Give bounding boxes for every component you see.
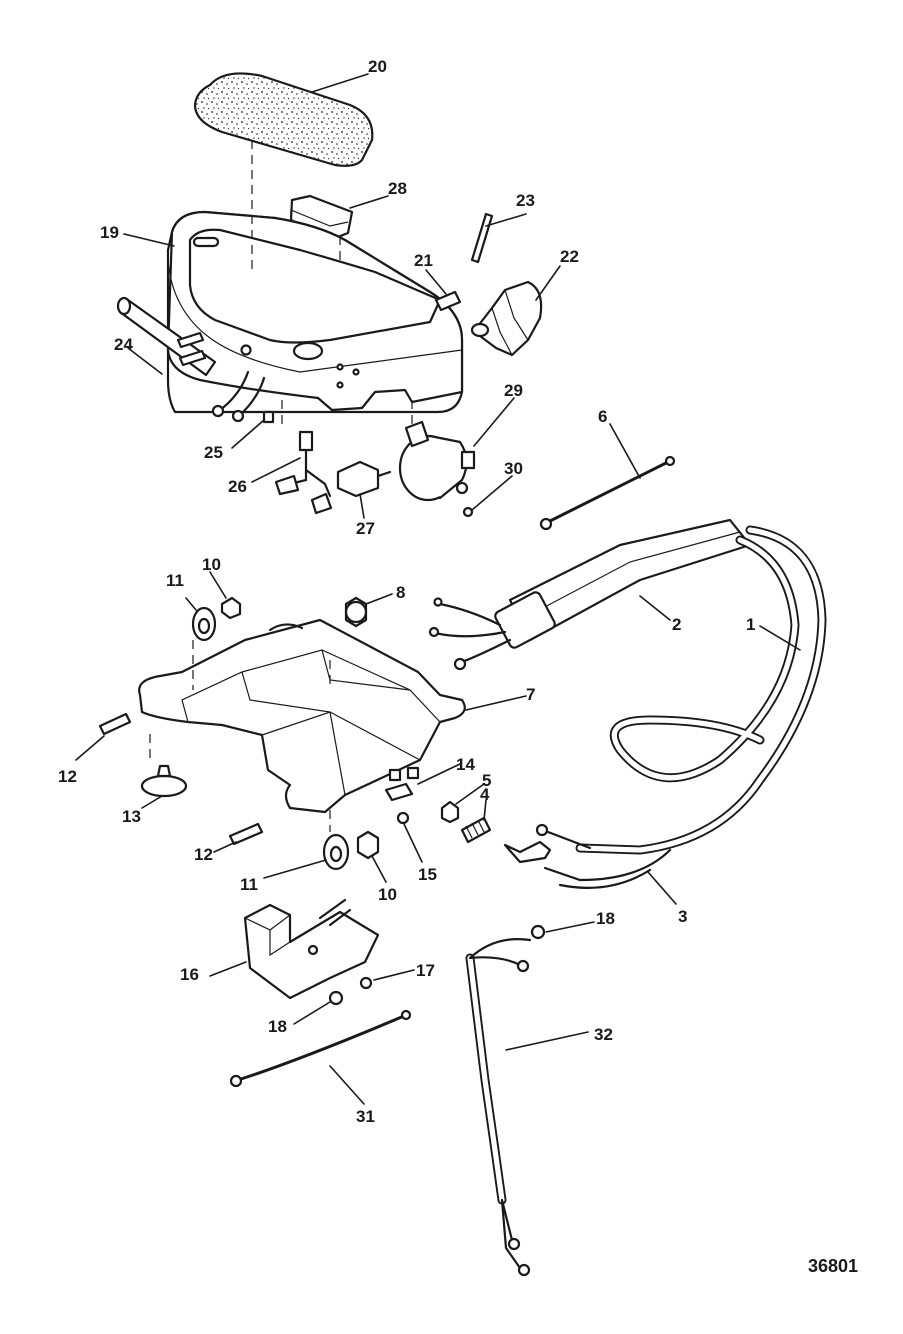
foot-pad-part	[193, 72, 374, 167]
bolt-right-part	[228, 822, 264, 846]
callout-7: 7	[526, 685, 535, 704]
callout-32: 32	[594, 1025, 613, 1044]
drawing-number: 36801	[808, 1256, 858, 1276]
spring-part	[460, 816, 492, 844]
callout-10-top: 10	[202, 555, 221, 574]
washer-top-part	[191, 606, 217, 642]
callout-18-left: 18	[268, 1017, 287, 1036]
nut-18-left-part	[328, 990, 344, 1006]
callout-14: 14	[456, 755, 475, 774]
callout-10-bottom: 10	[378, 885, 397, 904]
screw-17-part	[359, 976, 373, 990]
clip-part	[384, 782, 414, 802]
callout-13: 13	[122, 807, 141, 826]
callout-1: 1	[746, 615, 755, 634]
adjustment-knob-part	[470, 280, 543, 357]
callout-17: 17	[416, 961, 435, 980]
callout-18-right: 18	[596, 909, 615, 928]
callout-4: 4	[480, 785, 490, 804]
ground-strap-part	[539, 455, 676, 531]
housing-wires	[211, 370, 266, 423]
callout-21: 21	[414, 251, 433, 270]
suction-cup-part	[140, 764, 188, 798]
callout-25: 25	[204, 443, 223, 462]
assembly-lines	[149, 140, 413, 832]
callout-28: 28	[388, 179, 407, 198]
callout-5: 5	[482, 771, 491, 790]
callout-31: 31	[356, 1107, 375, 1126]
nut-bottom-part	[356, 830, 380, 860]
leader-lines	[75, 73, 801, 1105]
nut-5-part	[440, 800, 460, 824]
callout-3: 3	[678, 907, 687, 926]
main-cable-assembly-part	[428, 518, 827, 889]
power-cable-part	[465, 938, 532, 1277]
callout-24: 24	[114, 335, 133, 354]
callout-2: 2	[672, 615, 681, 634]
callout-15: 15	[418, 865, 437, 884]
small-bolts	[176, 331, 207, 367]
callout-26: 26	[228, 477, 247, 496]
base-plate-part	[138, 618, 466, 814]
callout-20: 20	[368, 57, 387, 76]
screw-15-part	[396, 811, 410, 825]
terminal-cover-part	[243, 898, 380, 1000]
callout-27: 27	[356, 519, 375, 538]
callout-11-top: 11	[166, 571, 184, 590]
callout-23: 23	[516, 191, 535, 210]
callout-29: 29	[504, 381, 523, 400]
callout-12-right: 12	[194, 845, 213, 864]
callout-8: 8	[396, 583, 405, 602]
callout-22: 22	[560, 247, 579, 266]
callout-30: 30	[504, 459, 523, 478]
callout-labels: 20 28 23 19 21 22 24 29 25 6 26 30 27 10…	[58, 57, 755, 1126]
bolt-left-part	[98, 712, 132, 736]
switch-harness-part	[274, 430, 392, 515]
nut-top-part	[220, 596, 242, 620]
pedal-housing-part	[166, 210, 464, 414]
callout-16: 16	[180, 965, 199, 984]
callout-19: 19	[100, 223, 119, 242]
callout-11-bottom: 11	[240, 875, 258, 894]
cotter-pin-part	[470, 212, 494, 264]
set-screw-part	[262, 410, 275, 424]
callout-12-left: 12	[58, 767, 77, 786]
ground-wire-part	[229, 1009, 412, 1088]
grommet-part	[344, 596, 368, 628]
washer-bottom-part	[322, 833, 350, 871]
solenoid-part	[398, 420, 476, 518]
callout-6: 6	[598, 407, 607, 426]
nut-18-right-part	[530, 924, 546, 940]
pivot-pin-part	[434, 290, 462, 312]
